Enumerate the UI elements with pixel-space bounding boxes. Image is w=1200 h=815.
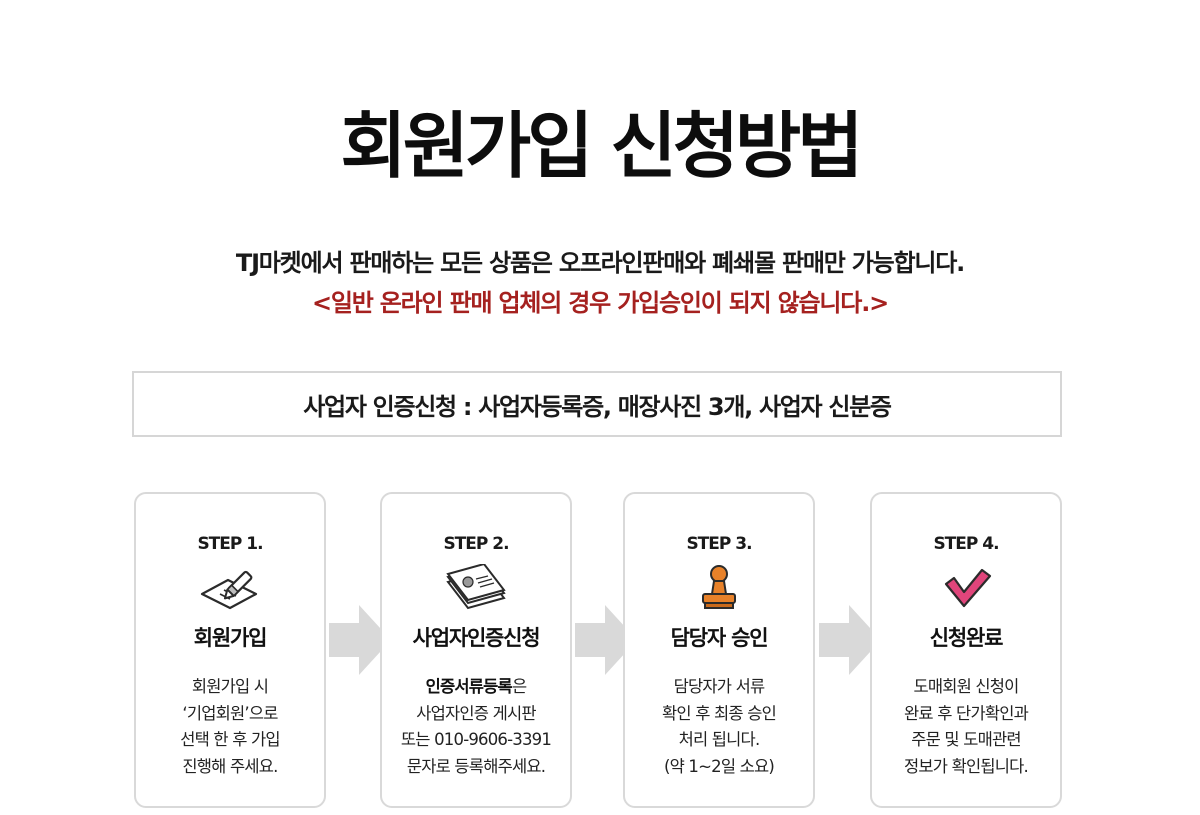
arrow-right-icon: [819, 605, 881, 675]
step-label: STEP 4.: [933, 534, 999, 554]
pen-writing-icon: [200, 570, 258, 610]
approval-stamp-icon: [702, 565, 736, 609]
step-description: 회원가입 시 ‘기업회원’으로 선택 한 후 가입 진행해 주세요.: [180, 677, 280, 776]
intro-notice: TJ마켓에서 판매하는 모든 상품은 오프라인판매와 폐쇄몰 판매만 가능합니다…: [235, 249, 965, 277]
step-label: STEP 2.: [443, 534, 509, 554]
step-title: 신청완료: [929, 626, 1004, 650]
arrow-right-icon: [575, 605, 637, 675]
step-label: STEP 1.: [197, 534, 263, 554]
arrow-right-icon: [329, 605, 391, 675]
step-title: 담당자 승인: [670, 626, 769, 650]
intro-warning: <일반 온라인 판매 업체의 경우 가입승인이 되지 않습니다.>: [311, 289, 889, 317]
step-description: 인증서류등록은 사업자인증 게시판 또는 010-9606-3391 문자로 등…: [400, 677, 552, 776]
step-card-1: STEP 1. 회원가입 회원가입 시 ‘기업회원’으로 선택 한 후 가입 진…: [134, 492, 326, 808]
step-title: 회원가입: [193, 626, 268, 650]
step-title: 사업자인증신청: [412, 626, 541, 650]
step-card-2: STEP 2. 사업자인증신청 인증서류등록은 사업자인증 게시판 또는 010…: [380, 492, 572, 808]
step-description: 도매회원 신청이 완료 후 단가확인과 주문 및 도매관련 정보가 확인됩니다.: [904, 677, 1029, 776]
requirement-text: 사업자 인증신청 : 사업자등록증, 매장사진 3개, 사업자 신분증: [303, 392, 892, 421]
documents-stamp-icon: [446, 564, 506, 610]
step-card-3: STEP 3. 담당자 승인 담당자가 서류 확인 후 최종 승인 처리 됩니다…: [623, 492, 815, 808]
checkmark-icon: [944, 568, 992, 608]
step-label: STEP 3.: [686, 534, 752, 554]
requirement-box: 사업자 인증신청 : 사업자등록증, 매장사진 3개, 사업자 신분증: [132, 371, 1062, 437]
page-title: 회원가입 신청방법: [340, 104, 864, 188]
step-card-4: STEP 4. 신청완료 도매회원 신청이 완료 후 단가확인과 주문 및 도매…: [870, 492, 1062, 808]
step-description: 담당자가 서류 확인 후 최종 승인 처리 됩니다. (약 1~2일 소요): [662, 677, 777, 776]
